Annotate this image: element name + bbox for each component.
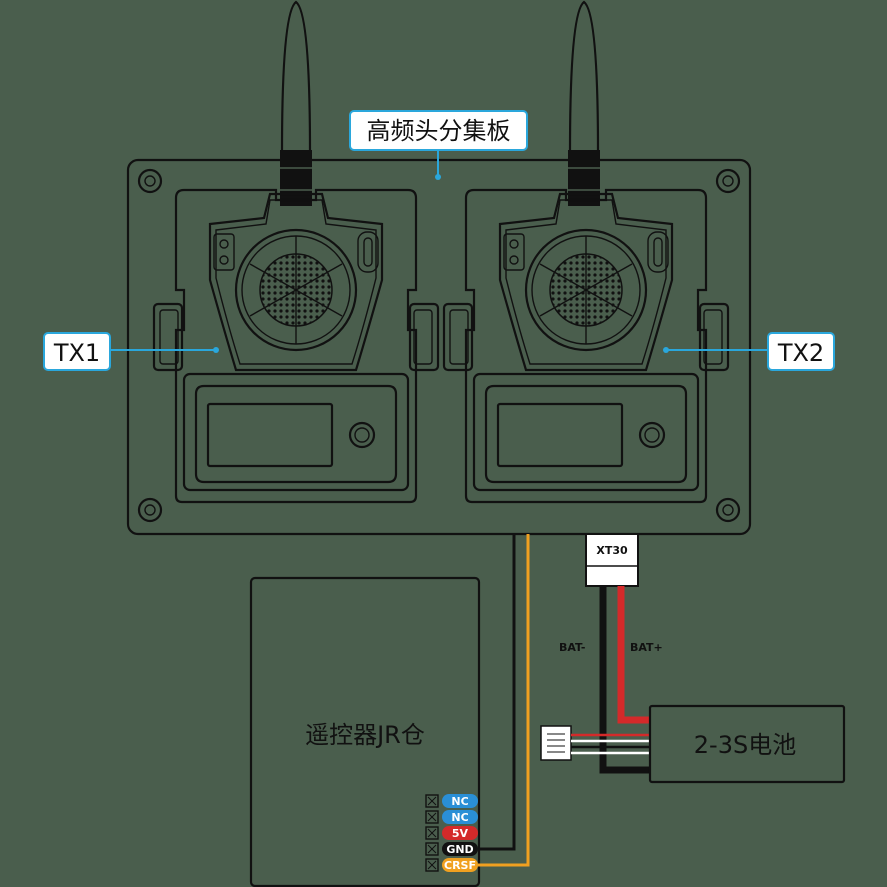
- tx2-label-text: TX2: [777, 339, 824, 367]
- jr-bay-label: 遥控器JR仓: [305, 721, 425, 749]
- antenna-left: [278, 0, 314, 208]
- xt30-label: XT30: [596, 544, 628, 557]
- tx2-module: [442, 188, 730, 504]
- pin-badge: [442, 826, 478, 840]
- bat-neg-wire: [599, 586, 650, 774]
- pin-row: GND: [425, 842, 478, 856]
- pin-row: CRSF: [425, 858, 478, 872]
- pin-label: CRSF: [444, 859, 476, 872]
- pin-badge: [442, 794, 478, 808]
- pin-row: 5V: [425, 826, 478, 840]
- xt30-connector: XT30: [585, 533, 639, 587]
- tx2-label: TX2: [663, 332, 835, 371]
- pin-row: NC: [425, 810, 478, 824]
- pin-label: NC: [451, 795, 468, 808]
- pin-badge: [442, 858, 478, 872]
- bat-pos-label: BAT+: [630, 641, 663, 654]
- tx1-module: [152, 188, 440, 504]
- battery: 2-3S电池: [648, 704, 846, 784]
- pin-row: NC: [425, 794, 478, 808]
- bat-pos-wire: [617, 586, 650, 724]
- jr-bay: 遥控器JR仓: [249, 576, 481, 887]
- board-label-text: 高频头分集板: [367, 117, 511, 145]
- antenna-right: [566, 0, 602, 208]
- bat-neg-label: BAT-: [559, 641, 586, 654]
- pin-label: 5V: [452, 827, 469, 840]
- board-label: 高频头分集板: [349, 110, 528, 180]
- gnd-wire: [478, 534, 516, 851]
- pin-header: NC NC 5V GND CRSF: [425, 794, 478, 872]
- pin-badge: [442, 842, 478, 856]
- tx1-label: TX1: [43, 332, 219, 371]
- pin-label: GND: [446, 843, 473, 856]
- pin-label: NC: [451, 811, 468, 824]
- pin-badge: [442, 810, 478, 824]
- crsf-wire: [478, 534, 530, 867]
- battery-label: 2-3S电池: [694, 731, 796, 759]
- tx1-label-text: TX1: [53, 339, 100, 367]
- balance-lead: [540, 725, 650, 761]
